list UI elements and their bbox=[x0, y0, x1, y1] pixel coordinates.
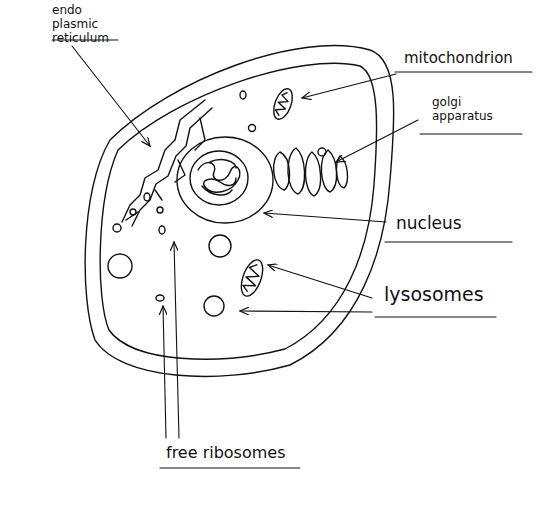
mitochondrion-drawing bbox=[270, 86, 296, 122]
mitochondrion-drawing bbox=[237, 257, 267, 299]
label-underline bbox=[160, 467, 300, 468]
label-underline bbox=[385, 241, 512, 242]
label-underline bbox=[395, 71, 532, 72]
label-underline bbox=[375, 316, 496, 317]
lysosome-drawing bbox=[204, 296, 224, 316]
part-label: free ribosomes bbox=[166, 444, 286, 462]
er-drawing bbox=[126, 118, 205, 220]
nucleus-drawing bbox=[177, 137, 273, 223]
lysosome-drawing bbox=[209, 235, 231, 257]
leader-line bbox=[174, 242, 179, 438]
part-label: mitochondrion bbox=[404, 50, 513, 67]
lysosome-drawing bbox=[108, 254, 132, 278]
leader-line bbox=[264, 213, 386, 222]
part-label: endo plasmic reticulum bbox=[52, 4, 122, 45]
cell-wall bbox=[85, 46, 394, 377]
leader-line bbox=[268, 265, 372, 298]
leader-line bbox=[163, 306, 166, 438]
leader-line bbox=[336, 120, 418, 162]
er-drawing bbox=[122, 100, 205, 222]
label-underline bbox=[420, 133, 522, 134]
leader-line bbox=[302, 74, 396, 98]
leader-line bbox=[72, 46, 150, 146]
part-label: golgi apparatus bbox=[432, 96, 522, 124]
golgi-drawing bbox=[274, 148, 348, 196]
leader-line bbox=[240, 311, 372, 312]
cell-membrane bbox=[100, 63, 376, 359]
part-label: lysosomes bbox=[384, 284, 484, 306]
part-label: nucleus bbox=[396, 214, 462, 234]
